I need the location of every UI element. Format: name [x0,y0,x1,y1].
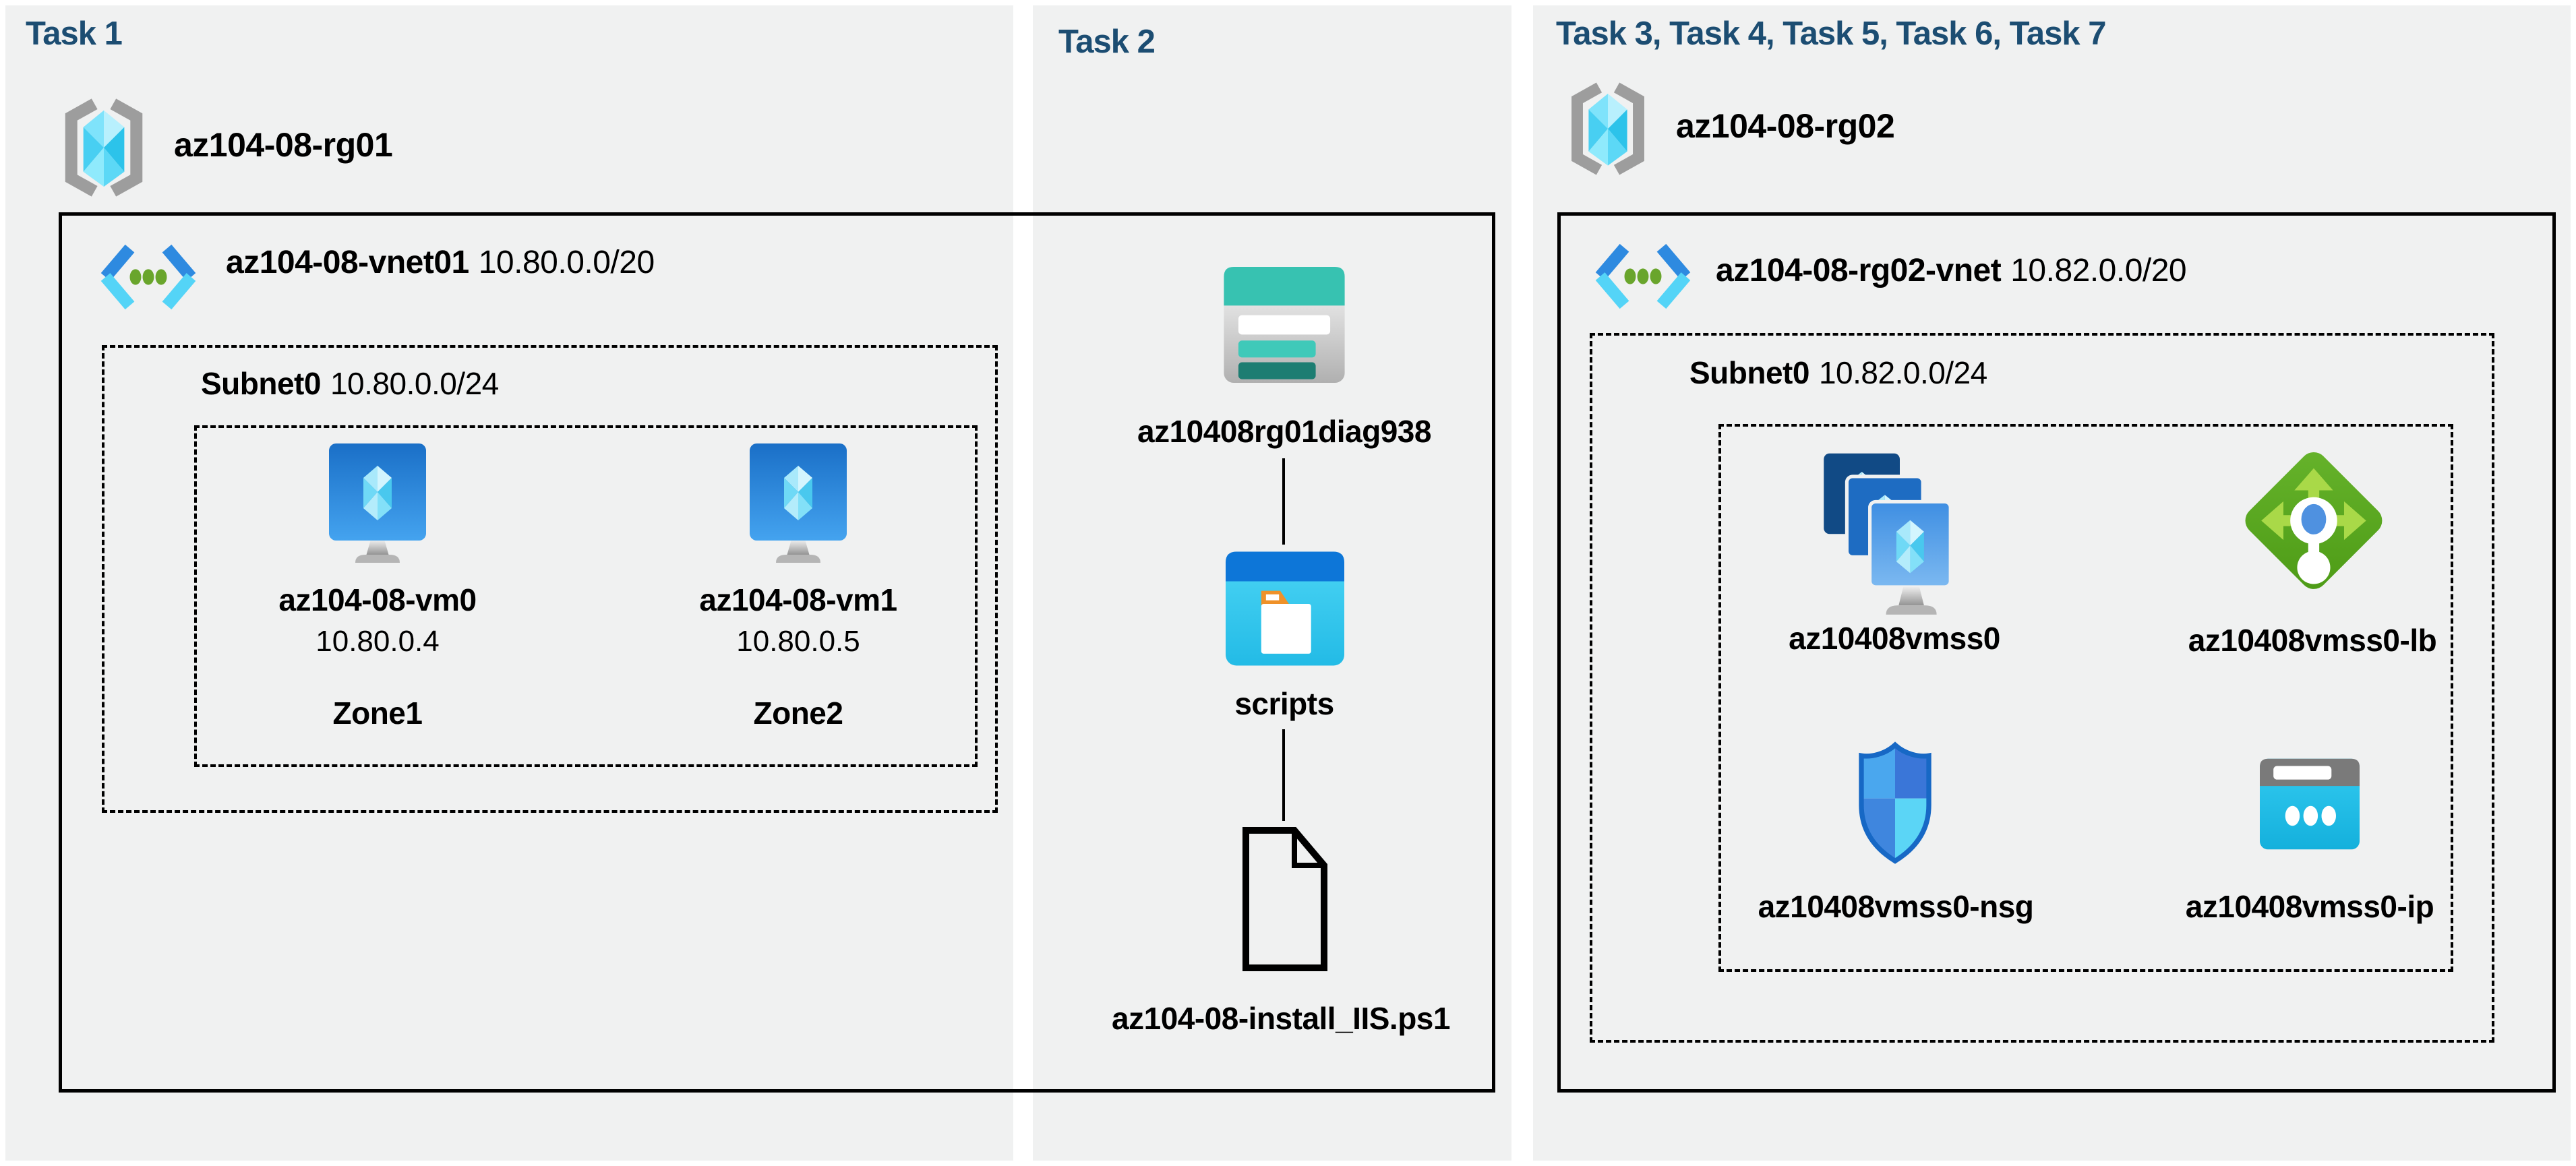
vm0-name: az104-08-vm0 [278,582,477,617]
vm0-icon [327,443,428,565]
load-balancer-icon [2231,446,2399,598]
subnet1-cidr: 10.80.0.0/24 [330,366,499,401]
resource-group-name: az104-08-rg01 [174,126,393,164]
connector-storage-to-container [1282,458,1285,545]
virtual-network2-icon [1593,240,1693,313]
vnet2-cidr: 10.82.0.0/20 [2010,253,2187,288]
load-balancer-name: az10408vmss0-lb [2188,623,2437,658]
nsg-icon [1854,740,1936,867]
vm1-ip: 10.80.0.5 [736,625,860,658]
container-name: scripts [1234,686,1334,721]
nsg-name: az10408vmss0-nsg [1758,889,2034,924]
vm1-name: az104-08-vm1 [699,582,897,617]
public-ip-name: az10408vmss0-ip [2185,889,2434,924]
vm0-ip: 10.80.0.4 [316,625,440,658]
subnet2-box [1590,333,2494,1043]
blob-container-icon [1226,551,1344,666]
vnet1-label: az104-08-vnet01 10.80.0.0/20 [226,244,655,281]
vm1-icon [748,443,849,565]
resource-group2-name: az104-08-rg02 [1676,107,1895,145]
connector-container-to-file [1282,729,1285,821]
task1-panel [5,5,1013,1161]
storage-account-icon [1224,267,1345,383]
storage-account-name: az10408rg01diag938 [1137,414,1431,449]
subnet2-label: Subnet0 10.82.0.0/24 [1689,355,1987,391]
vm0-zone: Zone1 [332,696,423,731]
vm-group-box [194,425,978,767]
task3-title: Task 3, Task 4, Task 5, Task 6, Task 7 [1556,16,2106,52]
resource-group-icon [57,98,150,197]
subnet2-cidr: 10.82.0.0/24 [1818,355,1987,390]
script-file-name: az104-08-install_IIS.ps1 [1112,1001,1450,1036]
subnet1-name: Subnet0 [201,366,321,401]
subnet1-box [102,345,998,813]
vnet2-name: az104-08-rg02-vnet [1716,253,2002,288]
task1-title: Task 1 [26,16,123,52]
resource-group2-icon [1564,82,1652,175]
vnet1-cidr: 10.80.0.0/20 [478,245,655,280]
vnet1-name: az104-08-vnet01 [226,245,469,280]
vm1-zone: Zone2 [753,696,843,731]
vnet2-boundary-box [1557,212,2556,1093]
virtual-network-icon [98,241,198,313]
vmss-icon [1817,453,1955,645]
vmss-group-box [1718,424,2453,972]
vmss-name: az10408vmss0 [1789,621,2000,656]
subnet1-label: Subnet0 10.80.0.0/24 [201,365,499,402]
public-ip-icon [2260,758,2360,851]
subnet2-name: Subnet0 [1689,355,1809,390]
script-file-icon [1240,826,1329,972]
vnet1-boundary-box [59,212,1495,1093]
task2-title: Task 2 [1058,24,1156,60]
task3-panel [1533,5,2571,1161]
